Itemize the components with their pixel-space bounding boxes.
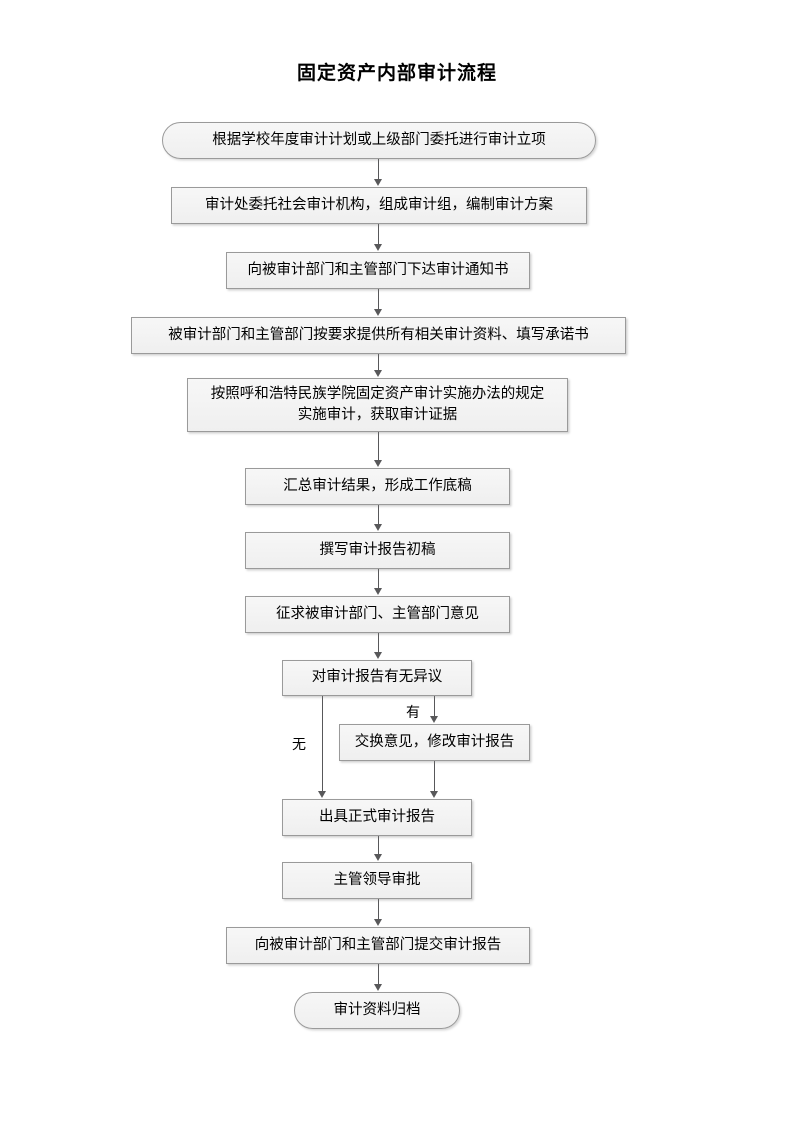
connector-line xyxy=(434,761,435,792)
connector-arrow xyxy=(373,179,382,186)
flow-node-conduct-audit: 按照呼和浩特民族学院固定资产审计实施办法的规定 实施审计，获取审计证据 xyxy=(187,378,568,432)
flow-node-provide-materials: 被审计部门和主管部门按要求提供所有相关审计资料、填写承诺书 xyxy=(131,317,626,354)
connector-line xyxy=(378,633,379,653)
flow-node-label: 根据学校年度审计计划或上级部门委托进行审计立项 xyxy=(212,131,546,148)
connector-arrow xyxy=(429,716,438,723)
flow-node-assign-agency: 审计处委托社会审计机构，组成审计组，编制审计方案 xyxy=(171,187,587,224)
flow-node-label: 交换意见，修改审计报告 xyxy=(354,733,515,750)
connector-line xyxy=(378,505,379,525)
flow-node-label: 审计资料归档 xyxy=(333,1001,421,1018)
flow-node-start: 根据学校年度审计计划或上级部门委托进行审计立项 xyxy=(162,122,596,159)
connector-line xyxy=(378,224,379,245)
flow-node-archive: 审计资料归档 xyxy=(294,992,460,1029)
connector-line xyxy=(378,432,379,461)
flow-node-submit-report: 向被审计部门和主管部门提交审计报告 xyxy=(226,927,530,964)
flow-node-leader-approval: 主管领导审批 xyxy=(282,862,472,899)
page-title: 固定资产内部审计流程 xyxy=(296,62,497,84)
flow-node-label: 审计处委托社会审计机构，组成审计组，编制审计方案 xyxy=(205,196,553,213)
flow-node-label: 按照呼和浩特民族学院固定资产审计实施办法的规定 实施审计，获取审计证据 xyxy=(210,385,545,423)
flow-node-revise-report: 交换意见，修改审计报告 xyxy=(339,724,530,761)
connector-arrow xyxy=(317,791,326,798)
connector-line xyxy=(434,696,435,717)
connector-arrow xyxy=(429,791,438,798)
flow-node-final-report: 出具正式审计报告 xyxy=(282,799,472,836)
flow-node-label: 汇总审计结果，形成工作底稿 xyxy=(283,477,472,494)
connector-arrow xyxy=(373,919,382,926)
flow-node-decision-objection: 对审计报告有无异议 xyxy=(282,660,472,696)
flow-node-issue-notice: 向被审计部门和主管部门下达审计通知书 xyxy=(226,252,530,289)
connector-line xyxy=(322,696,323,792)
flow-node-summarize-results: 汇总审计结果，形成工作底稿 xyxy=(245,468,510,505)
connector-line xyxy=(378,964,379,985)
flow-node-label: 向被审计部门和主管部门下达审计通知书 xyxy=(247,261,509,278)
flow-node-label: 对审计报告有无异议 xyxy=(311,669,443,686)
connector-arrow xyxy=(373,652,382,659)
branch-label-yes: 有 xyxy=(406,705,420,721)
flow-node-label: 被审计部门和主管部门按要求提供所有相关审计资料、填写承诺书 xyxy=(168,326,589,343)
connector-line xyxy=(378,899,379,920)
connector-arrow xyxy=(373,588,382,595)
connector-line xyxy=(378,569,379,589)
flow-node-label: 主管领导审批 xyxy=(333,871,421,888)
connector-arrow xyxy=(373,854,382,861)
flow-node-label: 出具正式审计报告 xyxy=(319,808,435,825)
connector-arrow xyxy=(373,370,382,377)
connector-line xyxy=(378,836,379,855)
connector-arrow xyxy=(373,309,382,316)
connector-arrow xyxy=(373,244,382,251)
connector-arrow xyxy=(373,984,382,991)
connector-line xyxy=(378,354,379,371)
connector-line xyxy=(378,159,379,180)
flow-node-solicit-opinions: 征求被审计部门、主管部门意见 xyxy=(245,596,510,633)
branch-label-no: 无 xyxy=(292,737,306,753)
flow-node-draft-report: 撰写审计报告初稿 xyxy=(245,532,510,569)
flow-node-label: 撰写审计报告初稿 xyxy=(319,541,436,558)
flow-node-label: 征求被审计部门、主管部门意见 xyxy=(276,605,479,622)
connector-arrow xyxy=(373,524,382,531)
connector-line xyxy=(378,289,379,310)
flow-node-label: 向被审计部门和主管部门提交审计报告 xyxy=(254,936,502,953)
connector-arrow xyxy=(373,460,382,467)
